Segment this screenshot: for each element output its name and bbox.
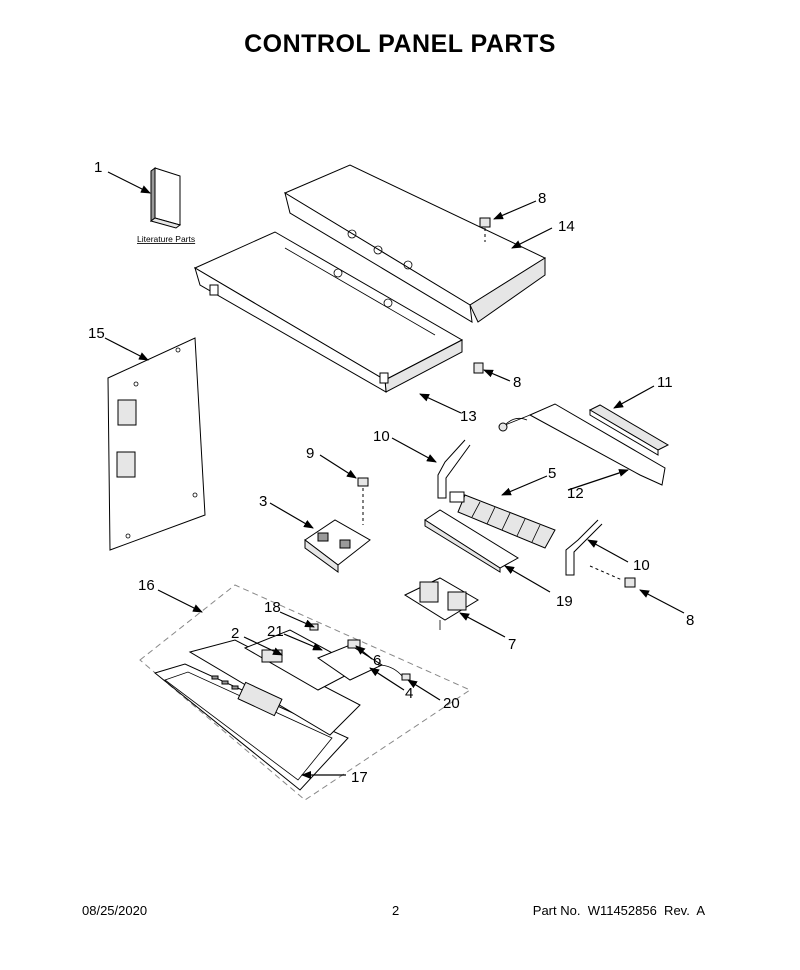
callout-18: 18 bbox=[264, 599, 281, 616]
literature-parts-label: Literature Parts bbox=[137, 234, 195, 244]
callout-3: 3 bbox=[259, 493, 267, 510]
part-7-component bbox=[403, 577, 479, 630]
page-title: CONTROL PANEL PARTS bbox=[244, 30, 556, 58]
leader-lines bbox=[104, 171, 685, 779]
part-21-board bbox=[243, 629, 362, 691]
callout-8-top: 8 bbox=[538, 190, 546, 207]
part-5-fan bbox=[449, 491, 556, 549]
callout-14: 14 bbox=[558, 218, 575, 235]
part-1-literature bbox=[149, 167, 182, 229]
callout-19: 19 bbox=[556, 593, 573, 610]
callout-labels: 1 2 3 4 5 6 7 8 8 8 9 10 10 11 12 13 14 … bbox=[88, 159, 694, 786]
part-13-control-panel-support bbox=[193, 231, 464, 393]
callout-12: 12 bbox=[567, 485, 584, 502]
part-3-control-board bbox=[304, 519, 371, 573]
callout-2: 2 bbox=[231, 625, 239, 642]
callout-10-left: 10 bbox=[373, 428, 390, 445]
callout-7: 7 bbox=[508, 636, 516, 653]
callout-5: 5 bbox=[548, 465, 556, 482]
callout-11: 11 bbox=[657, 374, 673, 391]
footer-date: 08/25/2020 bbox=[82, 903, 148, 918]
part-9-screw bbox=[357, 477, 369, 525]
callout-9: 9 bbox=[306, 445, 314, 462]
callout-1: 1 bbox=[94, 159, 102, 176]
callout-10-right: 10 bbox=[633, 557, 650, 574]
callout-6: 6 bbox=[373, 652, 381, 669]
callout-8-right: 8 bbox=[686, 612, 694, 629]
part-6-connector bbox=[347, 639, 361, 649]
part-2-overlay bbox=[188, 639, 361, 736]
part-11-strip bbox=[588, 404, 670, 456]
callout-21: 21 bbox=[267, 623, 284, 640]
part-10-bracket-left bbox=[437, 439, 471, 499]
callout-17: 17 bbox=[351, 769, 368, 786]
part-8-screw-top bbox=[479, 217, 491, 242]
footer-part-number: Part No. W11452856 Rev. A bbox=[532, 903, 705, 918]
callout-8-middle: 8 bbox=[513, 374, 521, 391]
callout-20: 20 bbox=[443, 695, 460, 712]
part-19-shield bbox=[424, 509, 519, 573]
part-17-control-panel-glass bbox=[153, 663, 349, 791]
part-15-side-panel bbox=[107, 337, 206, 551]
part-14-top-cover bbox=[283, 164, 547, 323]
part-8-screw-right bbox=[589, 565, 636, 588]
part-16-assembly-outline bbox=[139, 584, 472, 801]
callout-13: 13 bbox=[460, 408, 477, 425]
callout-16: 16 bbox=[138, 577, 155, 594]
callout-4: 4 bbox=[405, 685, 413, 702]
part-20-harness bbox=[377, 664, 411, 681]
footer-page-number: 2 bbox=[392, 903, 400, 918]
part-10-bracket-right bbox=[565, 519, 603, 576]
part-12-bracket bbox=[498, 403, 666, 486]
part-8-screw-middle bbox=[473, 362, 484, 374]
callout-15: 15 bbox=[88, 325, 105, 342]
